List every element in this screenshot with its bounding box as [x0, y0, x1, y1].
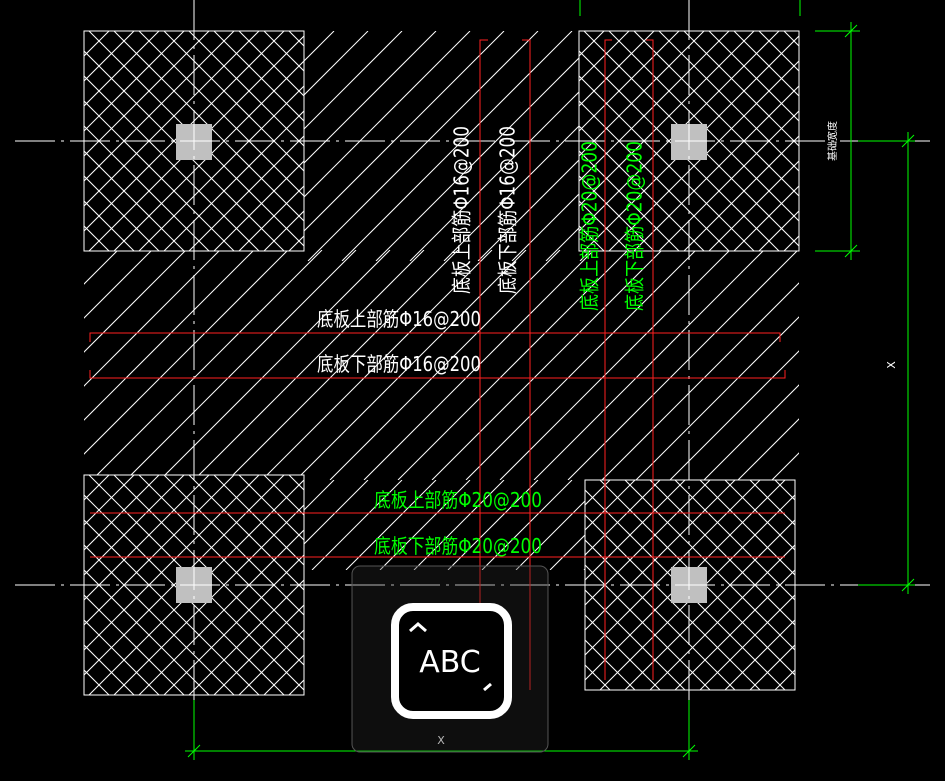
- dimension-bottom: [185, 700, 698, 760]
- top-dimension-stubs: [579, 0, 801, 16]
- label-white-h-bottom: 底板下部筋Φ16@200: [317, 352, 481, 376]
- dimension-text-bottom: X: [437, 734, 445, 747]
- axis-lines: [15, 0, 930, 760]
- text-recognition-icon[interactable]: [391, 603, 512, 719]
- strip-hatch-bottom: [300, 480, 590, 570]
- label-green-h-bottom: 底板下部筋Φ20@200: [374, 534, 542, 558]
- dimension-right-large: [858, 132, 915, 594]
- strip-hatch-middle: [84, 250, 799, 480]
- dimension-right-small: [815, 22, 860, 260]
- label-green-h-top: 底板上部筋Φ20@200: [374, 488, 542, 512]
- rebar-lines: [89, 39, 786, 690]
- text-recognition-icon-label: ABC: [419, 645, 481, 680]
- dimension-text-right-large: X: [885, 361, 898, 369]
- dimension-text-right-small: 基础宽度: [826, 121, 839, 161]
- label-white-h-top: 底板上部筋Φ16@200: [317, 307, 481, 331]
- label-white-v-top: 底板上部筋Φ16@200: [450, 126, 474, 294]
- text-recognition-overlay[interactable]: ABC: [351, 565, 549, 753]
- label-green-v-top: 底板上部筋Φ20@200: [578, 141, 602, 311]
- label-green-v-bottom: 底板下部筋Φ20@200: [623, 141, 647, 311]
- label-white-v-bottom: 底板下部筋Φ16@200: [496, 126, 520, 294]
- strip-hatch-top: [300, 31, 590, 261]
